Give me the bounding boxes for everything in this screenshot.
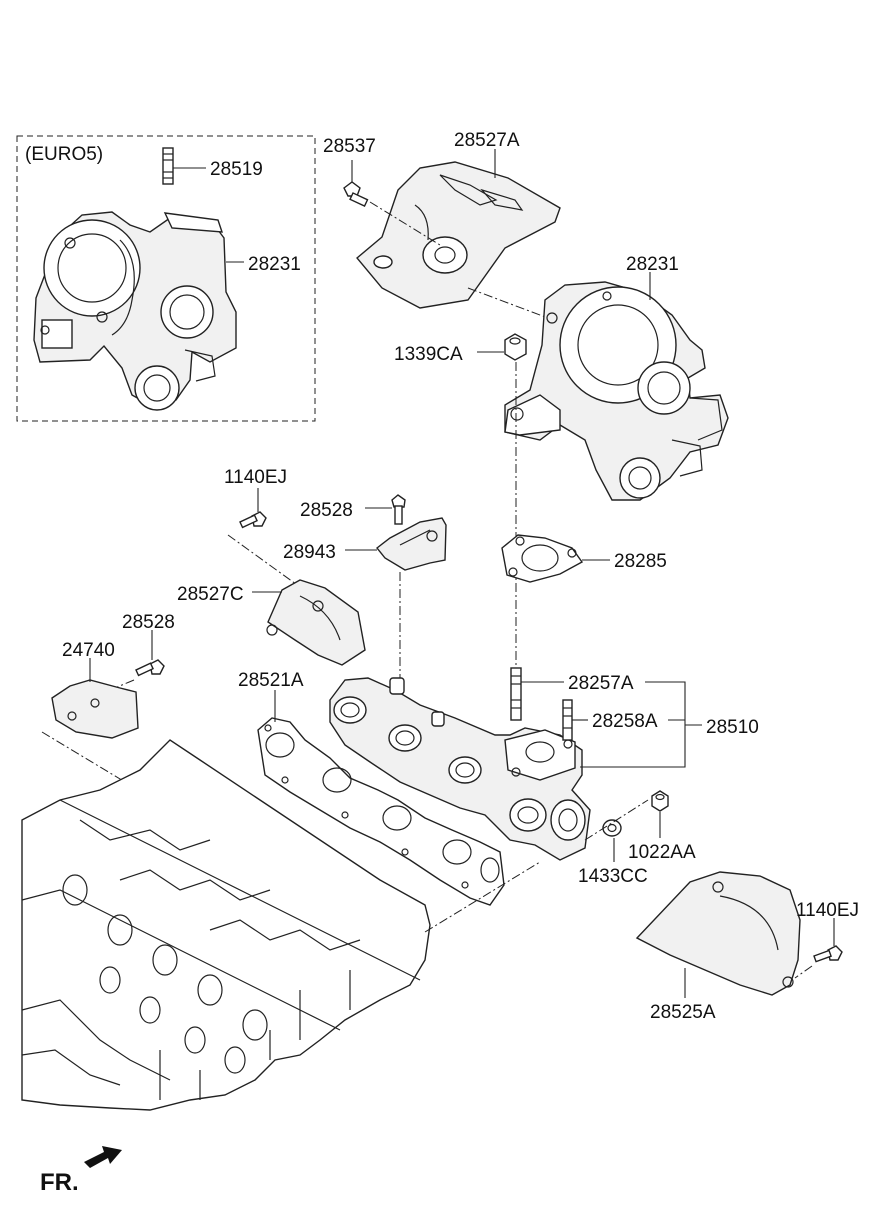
heat-protector-28527a-illustration bbox=[356, 161, 561, 309]
bolt-1140ej-right-illustration bbox=[813, 945, 843, 963]
nut-1339ca-illustration bbox=[504, 333, 527, 361]
bracket-24740-illustration bbox=[51, 679, 139, 739]
label-28943: 28943 bbox=[283, 542, 336, 563]
bolt-28528-top-illustration bbox=[391, 494, 406, 525]
assembly-bracket-28510 bbox=[580, 681, 702, 768]
stud-28519-illustration bbox=[162, 147, 174, 185]
label-1140ej-top: 1140EJ bbox=[224, 467, 287, 488]
front-direction-indicator: FR. bbox=[40, 1146, 122, 1196]
label-28521a: 28521A bbox=[238, 670, 304, 691]
label-28519: 28519 bbox=[210, 159, 263, 180]
fr-label: FR. bbox=[40, 1169, 79, 1196]
washer-1433cc-illustration bbox=[602, 819, 622, 837]
bracket-28943-illustration bbox=[376, 517, 447, 571]
stud-28258a-illustration bbox=[562, 699, 573, 741]
bolt-1140ej-top-illustration bbox=[239, 511, 267, 529]
turbocharger-euro5-illustration bbox=[33, 211, 237, 411]
label-28285: 28285 bbox=[614, 551, 667, 572]
label-28510: 28510 bbox=[706, 717, 759, 738]
label-28528-top: 28528 bbox=[300, 500, 353, 521]
label-24740: 24740 bbox=[62, 640, 115, 661]
cylinder-head-illustration bbox=[21, 739, 431, 1111]
nut-1022aa-illustration bbox=[651, 790, 669, 812]
front-arrow-icon bbox=[84, 1146, 122, 1168]
exhaust-manifold-28510-illustration bbox=[329, 677, 591, 861]
label-28527a: 28527A bbox=[454, 130, 520, 151]
label-1339ca: 1339CA bbox=[394, 344, 463, 365]
label-28231-euro5: 28231 bbox=[248, 254, 301, 275]
turbocharger-28231-illustration bbox=[504, 281, 729, 501]
label-28258a: 28258A bbox=[592, 711, 658, 732]
label-1022aa: 1022AA bbox=[628, 842, 696, 863]
gasket-28521a-illustration bbox=[257, 717, 505, 906]
heat-protector-28527c-illustration bbox=[266, 579, 366, 666]
euro5-variant-box: (EURO5) 28519 28 bbox=[16, 135, 316, 422]
label-28231: 28231 bbox=[626, 254, 679, 275]
stud-28257a-illustration bbox=[510, 667, 522, 721]
heat-protector-28525a-illustration bbox=[635, 871, 801, 996]
label-28527c: 28527C bbox=[177, 584, 244, 605]
label-1140ej-right: 1140EJ bbox=[796, 900, 859, 921]
label-1433cc: 1433CC bbox=[578, 866, 648, 887]
label-28525a: 28525A bbox=[650, 1002, 716, 1023]
label-28528-left: 28528 bbox=[122, 612, 175, 633]
euro5-title: (EURO5) bbox=[25, 144, 103, 165]
gasket-28285-illustration bbox=[501, 534, 584, 583]
label-28257a: 28257A bbox=[568, 673, 634, 694]
euro5-dashed-frame bbox=[16, 135, 316, 422]
label-28537: 28537 bbox=[323, 136, 376, 157]
bolt-28537-illustration bbox=[343, 181, 369, 208]
bolt-28528-left-illustration bbox=[135, 659, 165, 677]
